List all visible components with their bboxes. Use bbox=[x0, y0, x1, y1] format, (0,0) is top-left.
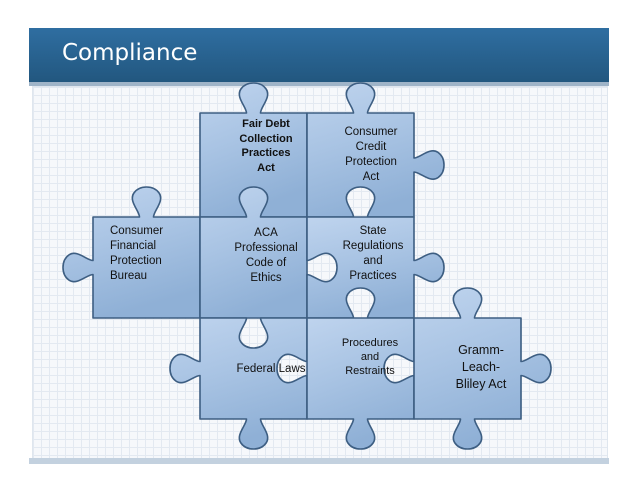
title-bar: Compliance bbox=[29, 28, 609, 82]
label-line: Federal Laws bbox=[236, 363, 306, 375]
label-line: Regulations bbox=[342, 240, 404, 252]
label-line: Credit bbox=[355, 141, 387, 153]
label-line: ACA bbox=[254, 227, 278, 239]
label-line: and bbox=[363, 255, 383, 267]
label-line: and bbox=[360, 351, 380, 363]
puzzle-piece-fair-debt bbox=[199, 82, 308, 218]
label-line: Ethics bbox=[250, 272, 282, 284]
label-line: Bliley Act bbox=[455, 377, 507, 391]
footer-bar bbox=[29, 458, 609, 464]
label-line: State bbox=[359, 225, 387, 237]
piece-label-aca: ACA Professional Code of Ethics bbox=[222, 226, 310, 286]
puzzle-piece-federal bbox=[169, 317, 308, 450]
label-line: Practices bbox=[241, 147, 291, 159]
piece-label-glb: Gramm- Leach- Bliley Act bbox=[436, 342, 526, 393]
label-line: Consumer bbox=[344, 126, 398, 138]
label-line: Bureau bbox=[110, 270, 148, 282]
label-line: Practices bbox=[349, 270, 397, 282]
puzzle-piece-glb bbox=[413, 287, 552, 450]
piece-label-procedures: Procedures and Restraints bbox=[328, 336, 412, 378]
label-line: Procedures bbox=[341, 337, 399, 349]
label-line: Fair Debt bbox=[242, 118, 290, 130]
piece-label-cfpb: Consumer Financial Protection Bureau bbox=[110, 224, 190, 284]
label-line: Gramm- bbox=[458, 343, 504, 357]
label-line: Code of bbox=[245, 257, 287, 269]
label-line: Act bbox=[362, 171, 380, 183]
puzzle-piece-state bbox=[306, 216, 445, 319]
label-line: Collection bbox=[239, 132, 293, 145]
title-divider bbox=[29, 82, 609, 86]
label-line: Restraints bbox=[345, 365, 395, 377]
piece-label-federal: Federal Laws bbox=[226, 362, 316, 377]
piece-label-fair-debt: Fair Debt Collection Practices Act bbox=[226, 117, 306, 175]
label-line: Leach- bbox=[461, 360, 501, 374]
piece-label-state: State Regulations and Practices bbox=[328, 224, 418, 284]
slide-title: Compliance bbox=[62, 40, 198, 66]
label-line: Act bbox=[257, 161, 275, 174]
puzzle-piece-aca bbox=[199, 186, 308, 319]
label-line: Protection bbox=[345, 156, 397, 168]
piece-label-consumer-credit: Consumer Credit Protection Act bbox=[331, 125, 411, 185]
label-line: Protection bbox=[110, 255, 162, 267]
label-line: Consumer bbox=[110, 225, 164, 237]
puzzle-piece-consumer-credit bbox=[306, 82, 445, 218]
label-line: Financial bbox=[110, 240, 157, 252]
label-line: Professional bbox=[234, 242, 298, 254]
